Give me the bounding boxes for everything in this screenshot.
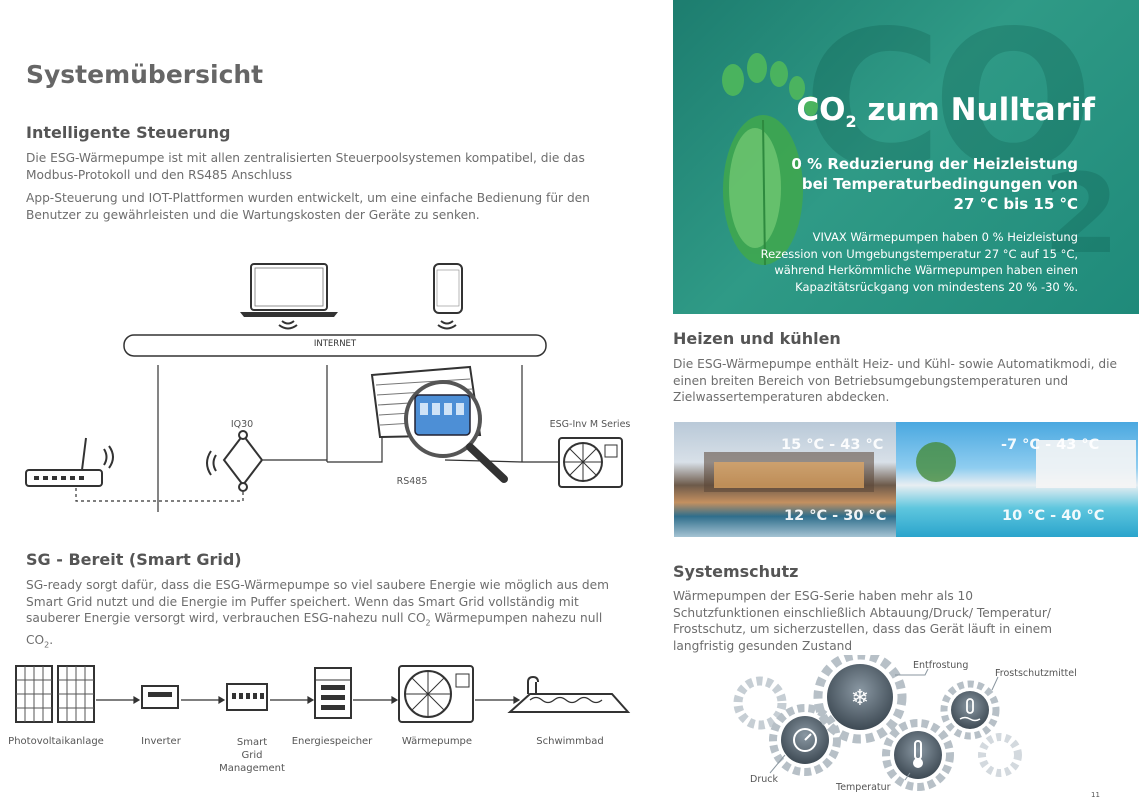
co2-banner: CO 2 CO2 zum Nulltarif 0 % Reduzierung d… [673, 0, 1139, 314]
temp-range-summer-water: 10 °C - 40 °C [1002, 508, 1105, 524]
inverter-label: Inverter [141, 736, 181, 747]
banner-headline: CO2 zum Nulltarif [796, 92, 1095, 132]
solar-panel-icon [15, 665, 95, 723]
antifreeze-label: Frostschutzmittel [995, 668, 1077, 679]
page-title: Systemübersicht [26, 60, 264, 89]
heatpump-label: Wärmepumpe [401, 736, 473, 747]
energy-storage-icon [314, 667, 352, 719]
paragraph-control-2: App-Steuerung und IOT-Plattformen wurden… [26, 191, 590, 222]
section-heading-intelligent-control: Intelligente Steuerung [26, 123, 231, 142]
antifreeze-gear-icon [940, 680, 1000, 740]
rs485-label: RS485 [396, 476, 428, 487]
summer-house-photo: -7 °C - 43 °C 10 °C - 40 °C [896, 422, 1138, 537]
swimming-pool-icon [507, 675, 631, 713]
protection-gears-diagram: ❄ [733, 655, 1022, 791]
laptop-icon [240, 263, 338, 330]
storage-label: Energiespeicher [291, 736, 373, 747]
page-number: 11 [1091, 791, 1100, 799]
defrost-gear-icon: ❄ [813, 655, 907, 744]
svg-text:❄: ❄ [851, 686, 869, 711]
router-icon [25, 437, 114, 487]
paragraph-smart-grid: SG-ready sorgt dafür, dass die ESG-Wärme… [26, 578, 610, 650]
inverter-icon [141, 685, 179, 709]
temp-range-winter-water: 12 °C - 30 °C [784, 508, 887, 524]
paragraph-control-1: Die ESG-Wärmepumpe ist mit allen zentral… [26, 151, 585, 182]
esg-series-label: ESG-Inv M Series [549, 419, 631, 430]
iq30-label: IQ30 [230, 419, 254, 430]
temp-range-winter-air: 15 °C - 43 °C [781, 437, 884, 453]
pressure-gear-icon [769, 704, 841, 776]
pv-label: Photovoltaikanlage [8, 736, 104, 747]
defrost-label: Entfrostung [913, 660, 969, 671]
section-heading-heating-cooling: Heizen und kühlen [673, 329, 841, 348]
temperature-gear-icon [882, 719, 954, 791]
energy-chain-diagram [15, 665, 631, 723]
pool-label: Schwimmbad [536, 736, 604, 747]
section-heading-smart-grid: SG - Bereit (Smart Grid) [26, 550, 242, 569]
banner-watermark-2: 2 [1043, 150, 1120, 278]
temp-range-summer-air: -7 °C - 43 °C [1001, 437, 1100, 453]
paragraph-heating-cooling: Die ESG-Wärmepumpe enthält Heiz- und Küh… [673, 357, 1117, 404]
network-diagram [25, 263, 623, 512]
temperature-label: Temperatur [836, 782, 891, 793]
smartphone-icon [433, 263, 463, 330]
winter-house-photo: 15 °C - 43 °C 12 °C - 30 °C [674, 422, 896, 537]
pressure-label: Druck [750, 774, 778, 785]
heat-pump-icon [398, 665, 474, 723]
magnifier-icon [404, 380, 508, 483]
gear-icon [733, 676, 1022, 777]
heat-pump-unit-icon [558, 437, 623, 488]
internet-label: INTERNET [313, 339, 357, 349]
iq30-sensor-icon [206, 430, 327, 492]
banner-watermark: CO [803, 0, 1094, 211]
section-heading-system-protection: Systemschutz [673, 562, 799, 581]
banner-text: VIVAX Wärmepumpen haben 0 % Heizleistung… [760, 230, 1078, 294]
leaf-footprint-icon [722, 53, 818, 266]
smart-grid-icon [226, 683, 268, 711]
paragraph-system-protection: Wärmepumpen der ESG-Serie haben mehr als… [673, 589, 1053, 653]
